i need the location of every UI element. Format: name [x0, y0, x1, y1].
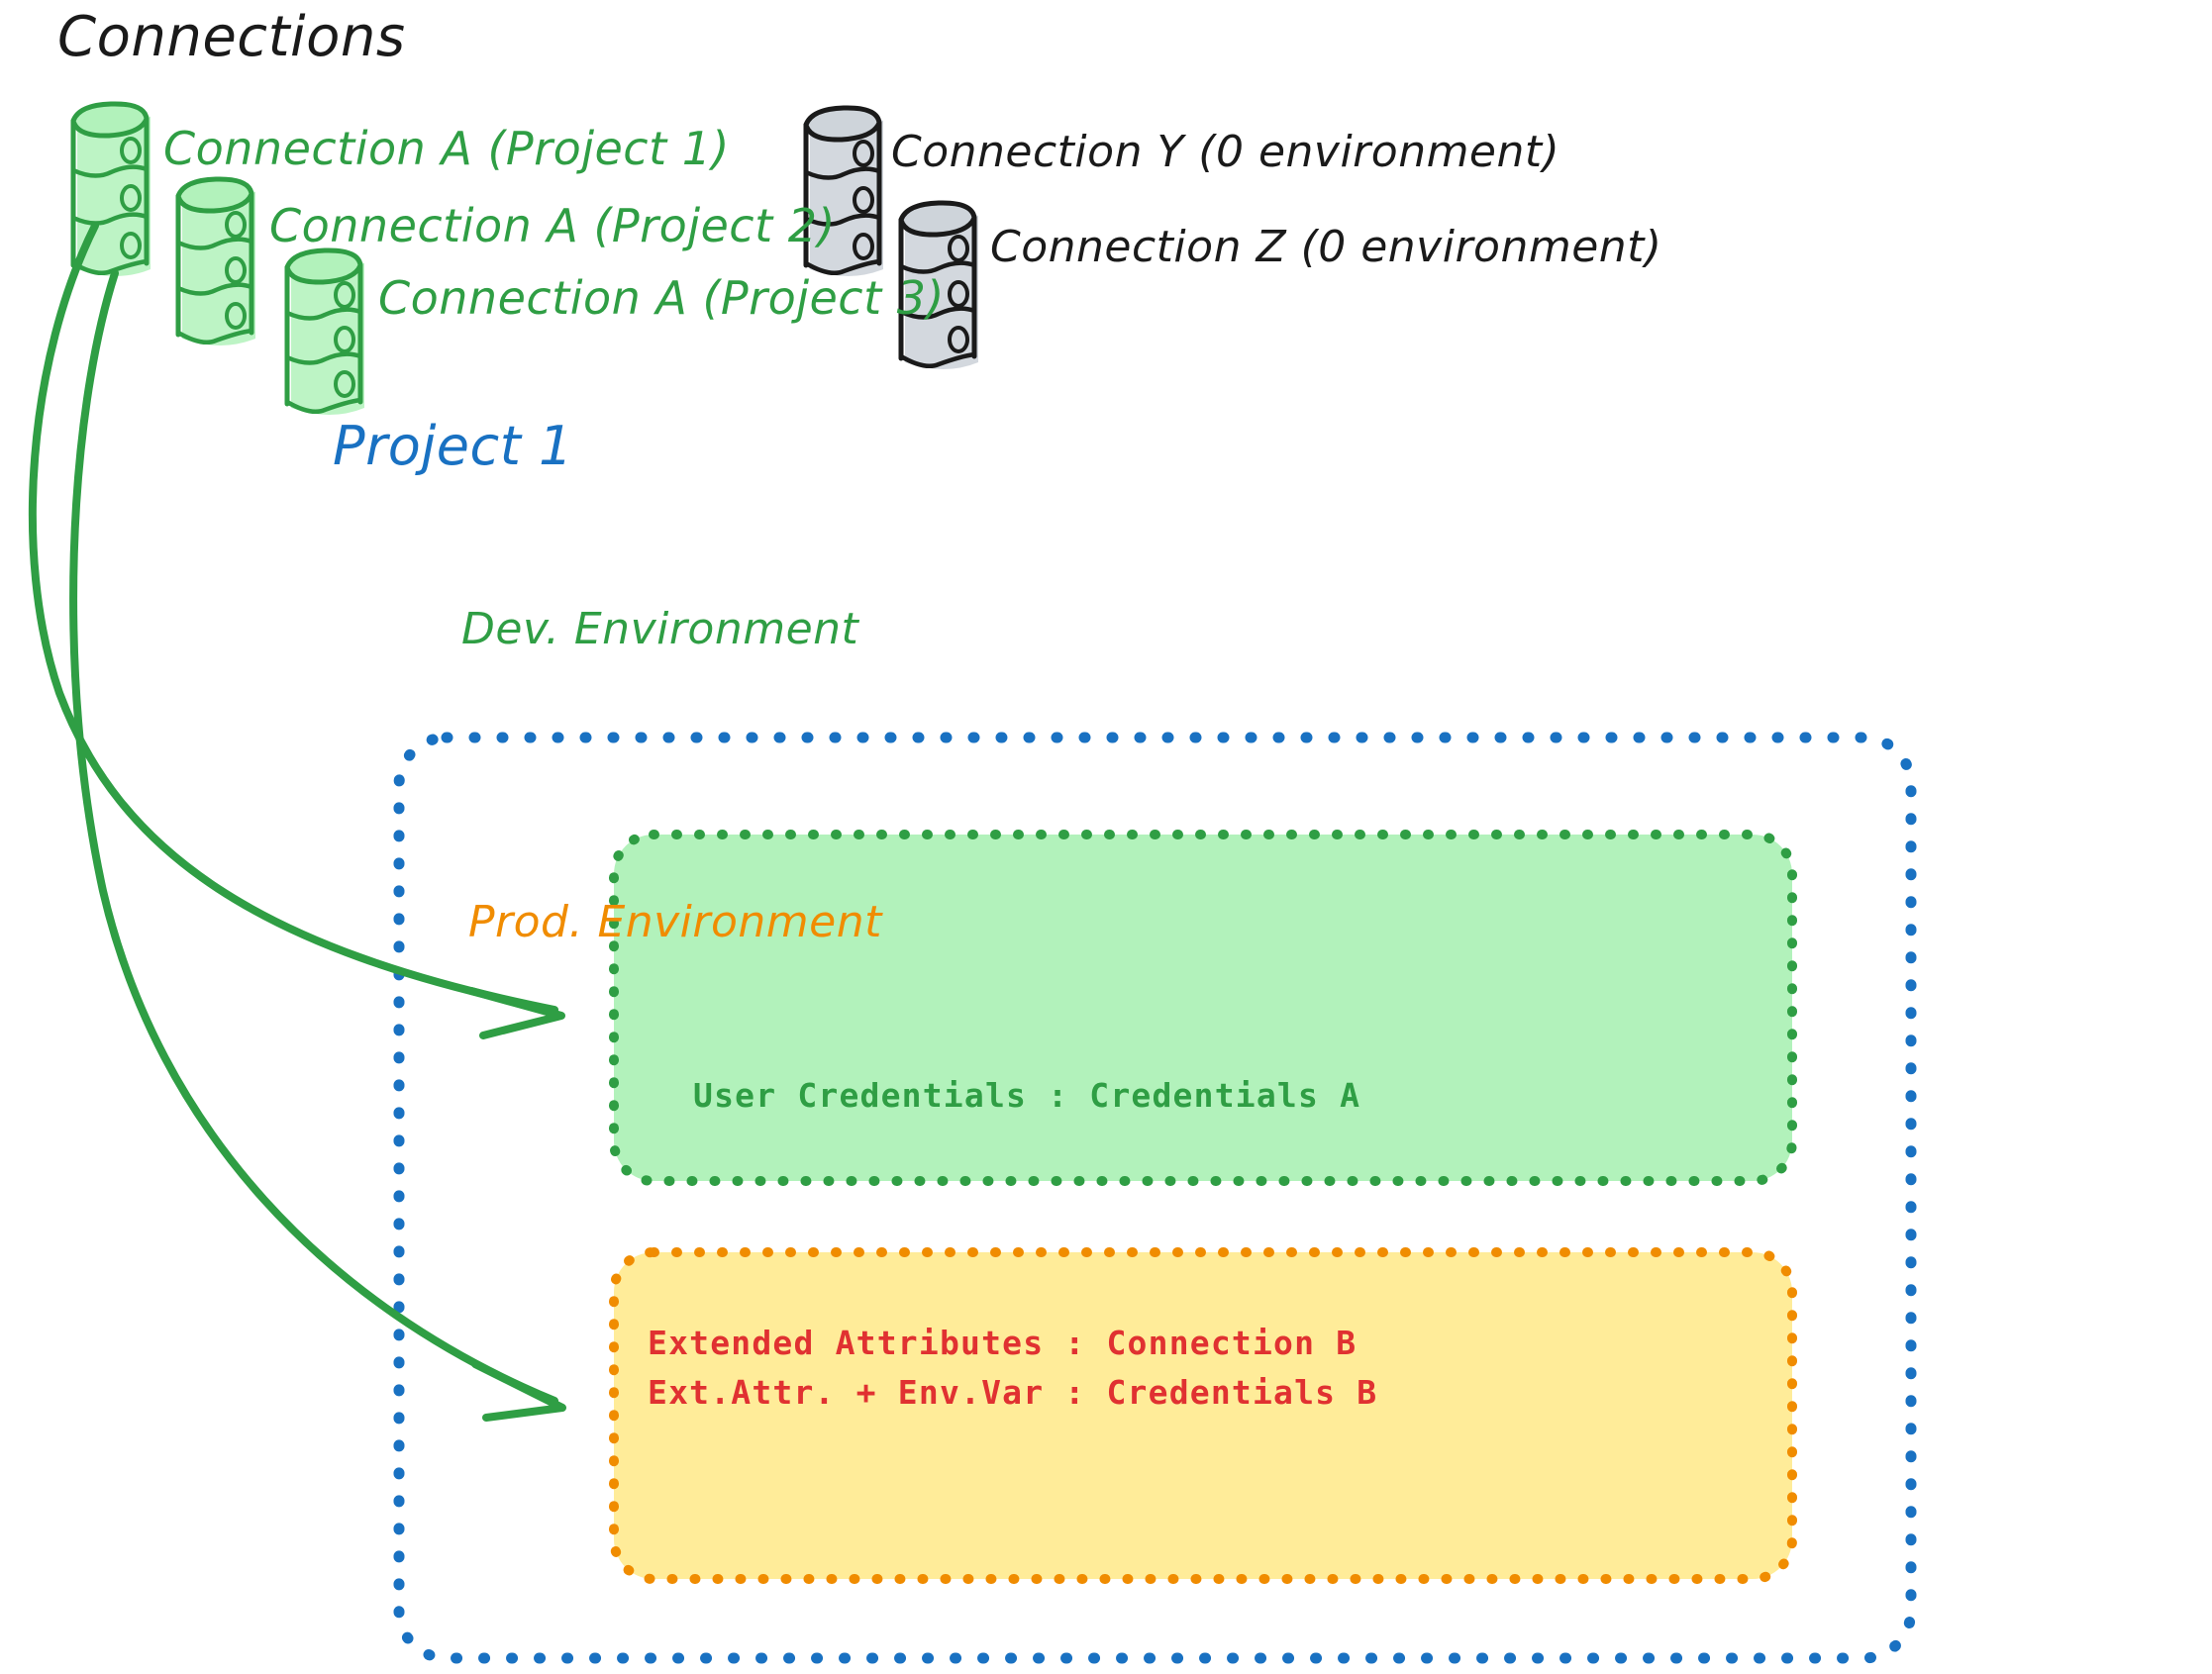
connection-label-y: Connection Y (0 environment)	[891, 127, 1560, 177]
database-cylinder-icon-connection-z[interactable]	[898, 200, 978, 369]
prod-environment-extended-attributes-line: Extended Attributes : Connection B	[648, 1324, 1357, 1362]
connection-label-a-project-3: Connection A (Project 3)	[378, 271, 945, 325]
dev-environment-title: Dev. Environment	[461, 604, 859, 654]
database-cylinder-icon-connection-a-1[interactable]	[70, 101, 151, 276]
prod-environment-title: Prod. Environment	[468, 897, 882, 947]
connection-label-a-project-1: Connection A (Project 1)	[163, 122, 730, 175]
database-cylinder-icon-connection-a-2[interactable]	[175, 176, 255, 345]
project-container-border	[393, 732, 1917, 1664]
database-cylinder-icon-connection-y[interactable]	[803, 105, 883, 276]
dev-environment-box-border	[609, 830, 1797, 1186]
database-cylinder-icon-connection-a-3[interactable]	[284, 247, 364, 415]
arrow-connection-a-to-prod	[69, 269, 566, 1422]
page-title: Connections	[57, 5, 406, 69]
prod-environment-box-border	[609, 1247, 1797, 1584]
dev-environment-credentials-line: User Credentials : Credentials A	[693, 1076, 1361, 1115]
arrow-connection-a-to-dev	[28, 222, 565, 1039]
project-title: Project 1	[333, 415, 573, 477]
prod-environment-env-var-line: Ext.Attr. + Env.Var : Credentials B	[648, 1373, 1378, 1412]
prod-environment-box-fill	[614, 1252, 1792, 1579]
connection-label-a-project-2: Connection A (Project 2)	[269, 199, 836, 252]
dev-environment-box-fill	[614, 835, 1792, 1181]
connection-label-z: Connection Z (0 environment)	[990, 222, 1662, 272]
